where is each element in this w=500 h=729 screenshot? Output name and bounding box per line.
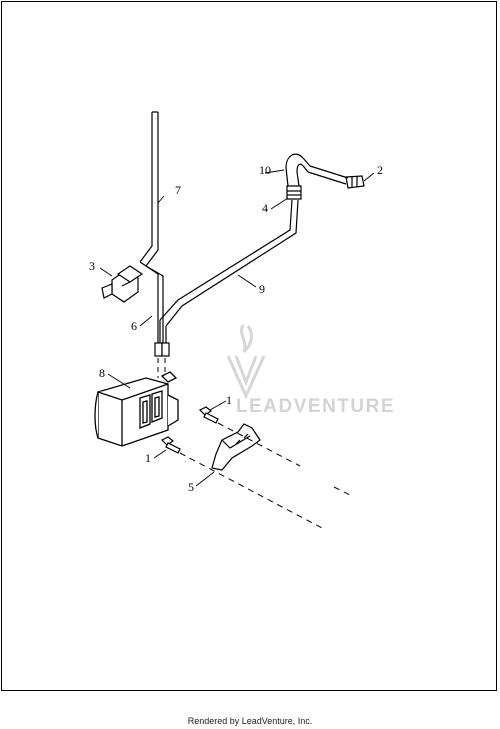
callout-9: 9 [259,282,265,296]
part-9-hose [159,199,299,345]
callout-1-lower: 1 [145,451,151,465]
callout-8: 8 [99,366,105,380]
callout-leaders [99,169,375,487]
callout-7: 7 [175,183,181,197]
part-3-connector [101,265,144,303]
diagram-frame [1,1,497,691]
part-1-screw-upper [198,406,219,424]
part-2-fitting [345,175,365,189]
callout-10: 10 [259,163,271,177]
callout-6: 6 [131,319,137,333]
callout-1-upper: 1 [226,393,232,407]
leadventure-watermark: LEADVENTURE [226,324,395,417]
part-4-clamp [286,185,302,200]
footer-credit: Rendered by LeadVenture, Inc. [187,716,313,726]
part-5-bracket [211,423,261,471]
callout-5: 5 [188,480,194,494]
alignment-line-terminals [157,358,166,378]
part-8-module [94,371,179,447]
part-1-screw-lower [160,436,181,454]
callout-4: 4 [262,201,268,215]
part-6-terminals [154,342,170,357]
part-10-elbow [285,153,349,187]
watermark-flame-icon [226,324,266,400]
callout-3: 3 [89,259,95,273]
callout-2: 2 [377,163,383,177]
watermark-text: LEADVENTURE [236,396,395,417]
alignment-lines-screws [179,422,353,529]
part-7-cable [139,111,164,345]
